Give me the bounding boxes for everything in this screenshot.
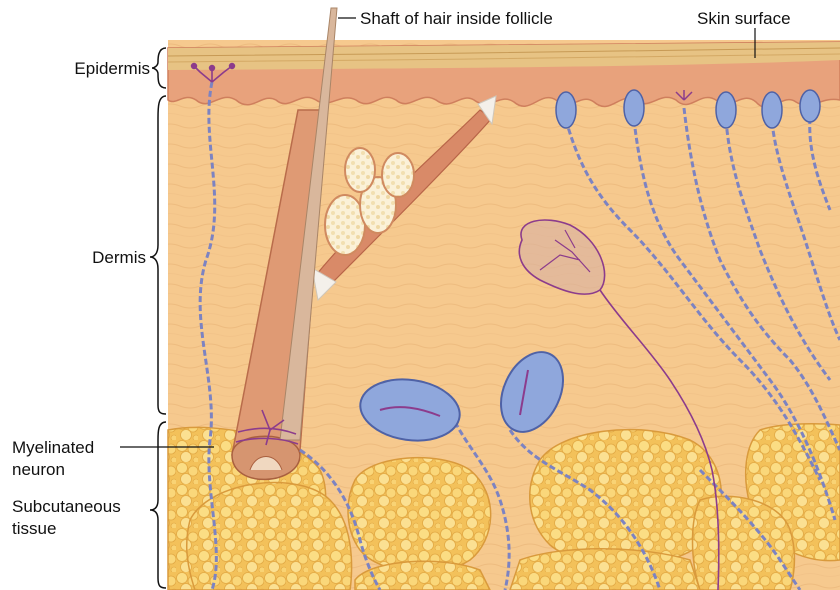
label-epidermis: Epidermis — [74, 59, 150, 78]
label-myelinated-line2: neuron — [12, 460, 65, 479]
epidermis-brace — [152, 48, 166, 88]
layer-braces — [150, 48, 166, 588]
dermis-brace — [150, 96, 166, 414]
meissner-corpuscle — [800, 90, 820, 122]
meissner-corpuscle — [624, 90, 644, 126]
label-shaft-of-hair: Shaft of hair inside follicle — [360, 9, 553, 28]
fat-lobule — [510, 549, 700, 590]
label-skin-surface: Skin surface — [697, 9, 791, 28]
label-myelinated-line1: Myelinated — [12, 438, 94, 457]
meissner-corpuscle — [716, 92, 736, 128]
meissner-corpuscle — [762, 92, 782, 128]
label-subcutaneous-line1: Subcutaneous — [12, 497, 121, 516]
meissner-corpuscle — [556, 92, 576, 128]
fat-lobule — [348, 458, 491, 573]
label-dermis: Dermis — [92, 248, 146, 267]
label-subcutaneous-line2: tissue — [12, 519, 56, 538]
